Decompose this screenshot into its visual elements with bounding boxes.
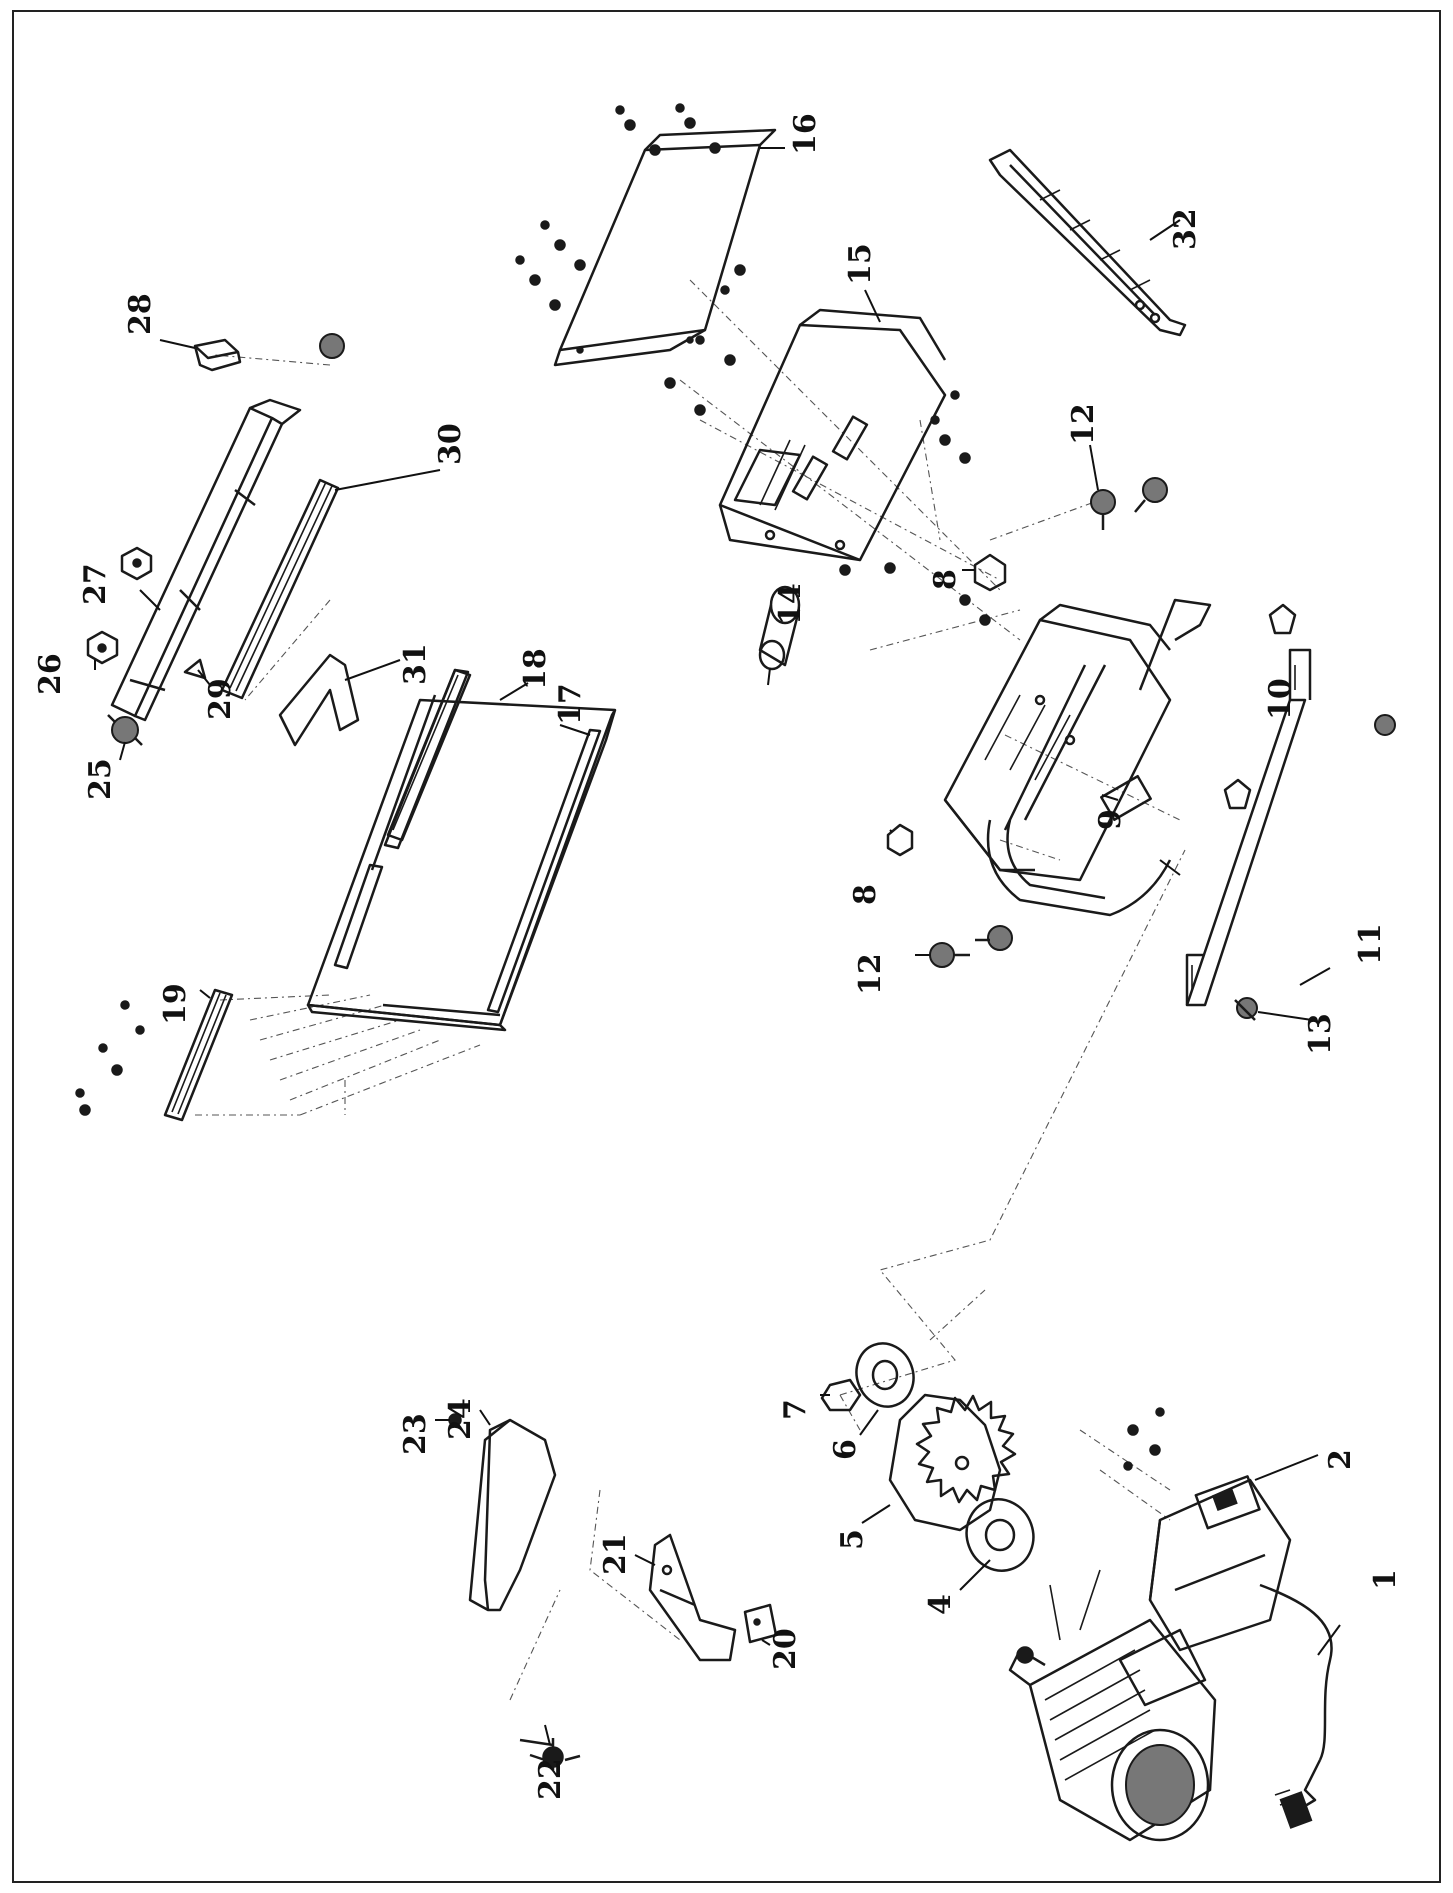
label-25: 25 — [83, 758, 118, 800]
label-20: 20 — [768, 1628, 803, 1670]
arbor-nut — [820, 1378, 862, 1412]
motor — [1008, 1569, 1217, 1842]
label-24: 24 — [443, 1398, 478, 1440]
frame-knob-right — [1374, 714, 1396, 736]
dust-port — [758, 585, 801, 671]
label-31: 31 — [398, 643, 433, 685]
label-29: 29 — [203, 678, 238, 720]
label-30: 30 — [433, 423, 468, 465]
back-plate-screws — [515, 103, 721, 311]
star-knob-2 — [975, 925, 1013, 951]
label-6: 6 — [828, 1439, 863, 1460]
star-knob-4 — [1134, 477, 1168, 513]
label-11: 11 — [1353, 923, 1388, 965]
saw-blade — [888, 1393, 1017, 1532]
saw-frame — [943, 598, 1212, 917]
label-8b: 8 — [928, 569, 963, 590]
star-knob-3 — [1090, 489, 1116, 530]
riving-clamp — [743, 1603, 778, 1644]
insert-screws — [75, 1000, 145, 1116]
push-stick — [988, 148, 1187, 337]
label-15: 15 — [843, 243, 878, 285]
label-21: 21 — [598, 1533, 633, 1575]
star-knob-1 — [929, 942, 970, 968]
fence-bracket — [183, 658, 207, 680]
fence-end-knob — [107, 714, 143, 746]
label-17: 17 — [553, 683, 588, 725]
label-23: 23 — [398, 1413, 433, 1455]
label-32: 32 — [1168, 208, 1203, 250]
label-18: 18 — [518, 648, 553, 690]
leader-lines — [94, 147, 1341, 1746]
label-1: 1 — [1368, 1569, 1403, 1590]
blade-guard — [468, 1418, 557, 1612]
label-9: 9 — [1093, 809, 1128, 830]
frame-foot-nut-1 — [886, 823, 914, 857]
frame-clip-1 — [1223, 778, 1252, 810]
diagram-frame — [12, 10, 1441, 1883]
label-27: 27 — [78, 563, 113, 605]
assembly-lines — [195, 279, 1186, 1701]
motor-screws — [1123, 1407, 1165, 1471]
label-19: 19 — [158, 983, 193, 1025]
frame-knob-left — [1234, 997, 1258, 1021]
table-insert-slot — [386, 668, 472, 842]
label-7: 7 — [778, 1399, 813, 1420]
label-8a: 8 — [848, 884, 883, 905]
saw-table — [306, 668, 617, 1032]
label-12a: 12 — [853, 953, 888, 995]
power-cord — [1259, 1583, 1333, 1829]
table-insert — [163, 988, 234, 1122]
fence-end-cap — [193, 338, 242, 372]
label-2: 2 — [1323, 1449, 1358, 1470]
label-16: 16 — [788, 113, 823, 155]
outer-flange — [855, 1342, 915, 1408]
fence-knob-right — [319, 333, 345, 359]
back-plate — [553, 128, 777, 367]
label-12b: 12 — [1066, 403, 1101, 445]
fence-nut-2 — [120, 546, 153, 581]
label-26: 26 — [33, 653, 68, 695]
riving-knife — [648, 1533, 737, 1662]
label-14: 14 — [773, 583, 808, 625]
frame-lower-rail — [1185, 648, 1312, 1007]
label-10: 10 — [1263, 678, 1298, 720]
label-13: 13 — [1303, 1013, 1338, 1055]
switch-box — [1148, 1475, 1292, 1652]
miter-gauge — [278, 653, 360, 747]
label-4: 4 — [923, 1594, 958, 1615]
frame-foot-nut-2 — [973, 553, 1007, 592]
label-22: 22 — [533, 1758, 568, 1800]
rip-fence — [110, 398, 302, 722]
fence-nut-1 — [86, 630, 119, 665]
fence-rail — [220, 478, 340, 700]
label-28: 28 — [123, 293, 158, 335]
label-5: 5 — [835, 1529, 870, 1550]
guard-knob — [519, 1738, 581, 1770]
bracket-screws — [664, 264, 991, 626]
inner-flange — [965, 1498, 1035, 1572]
motor-bracket — [718, 308, 947, 562]
part-labels: 1 2 4 5 6 7 8 8 9 10 11 12 12 13 14 15 1… — [33, 113, 1403, 1800]
frame-clip-2 — [1268, 603, 1297, 635]
